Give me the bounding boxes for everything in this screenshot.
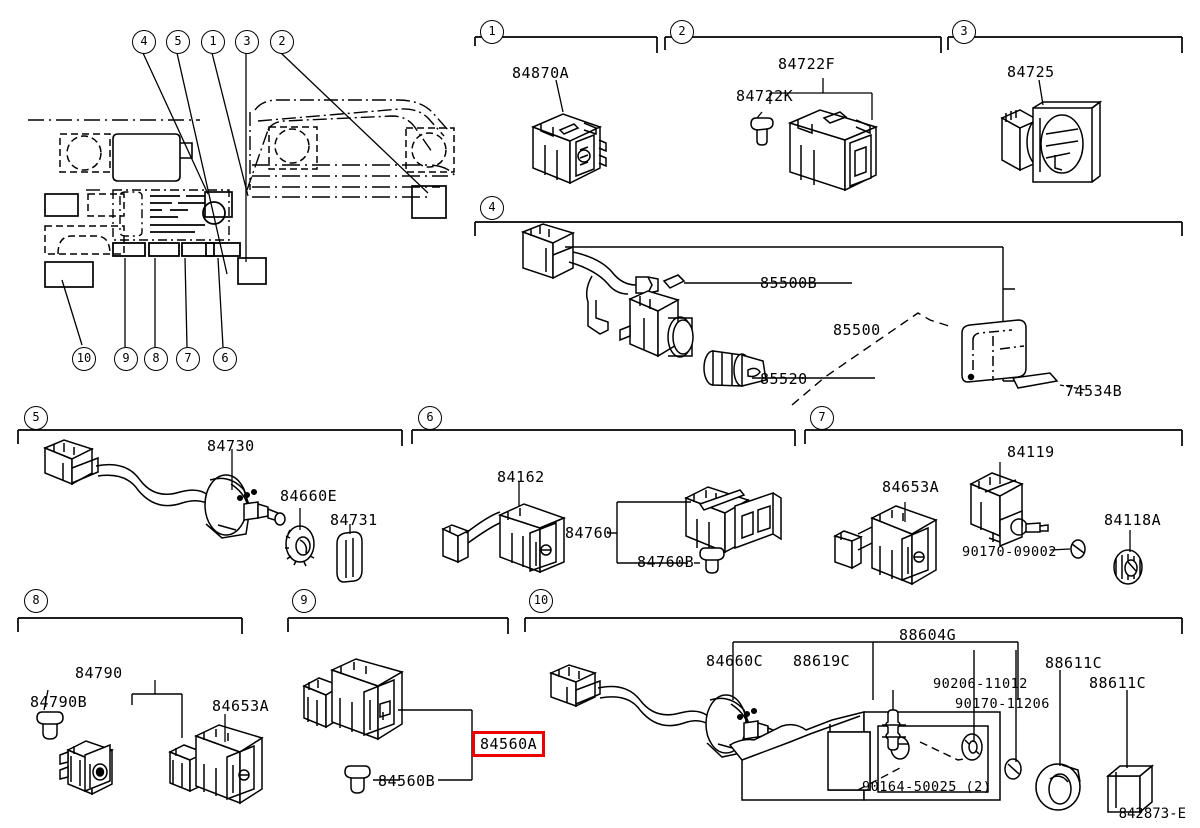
- panel-callout-4[interactable]: 4: [480, 196, 504, 220]
- dash-callout-8[interactable]: 8: [144, 347, 168, 371]
- part-90170-09002-art: [1070, 539, 1086, 559]
- part-label-84790: 84790: [75, 664, 123, 682]
- part-label-84660E: 84660E: [280, 487, 338, 505]
- part-84660c-art: [548, 664, 786, 758]
- part-85500-art: [520, 223, 767, 387]
- panel-callout-5[interactable]: 5: [24, 406, 48, 430]
- part-label-90170-11206: 90170-11206: [955, 696, 1050, 712]
- part-84560b-art: [344, 765, 371, 794]
- part-84731-art: [336, 531, 363, 583]
- part-label-88611C-grommet: 88611C: [1045, 654, 1103, 672]
- part-90170-11206-art: [1004, 758, 1022, 780]
- part-label-84653A-p8: 84653A: [212, 697, 270, 715]
- sheet-footer-code: 842873-E: [1118, 806, 1186, 822]
- part-label-84560B: 84560B: [378, 772, 436, 790]
- dash-callout-5[interactable]: 5: [166, 30, 190, 54]
- dash-callout-9[interactable]: 9: [114, 347, 138, 371]
- part-84760-art: [684, 486, 782, 554]
- part-label-85500B: 85500B: [760, 274, 818, 292]
- panel-callout-6[interactable]: 6: [418, 406, 442, 430]
- part-label-88611C-bushing: 88611C: [1089, 674, 1147, 692]
- part-label-88604G: 88604G: [899, 626, 957, 644]
- part-label-84725: 84725: [1007, 63, 1055, 81]
- panel-callout-3[interactable]: 3: [952, 20, 976, 44]
- part-84560a-art: [302, 658, 404, 741]
- dash-callout-10[interactable]: 10: [72, 347, 96, 371]
- dash-callout-7[interactable]: 7: [176, 347, 200, 371]
- part-label-84118A: 84118A: [1104, 511, 1162, 529]
- part-90206-11012-art: [961, 733, 983, 761]
- part-label-84722K: 84722K: [736, 87, 794, 105]
- dash-callout-3[interactable]: 3: [235, 30, 259, 54]
- part-label-84119: 84119: [1007, 443, 1055, 461]
- panel-callout-8[interactable]: 8: [24, 589, 48, 613]
- part-84870a-art: [531, 113, 607, 185]
- part-label-88619C: 88619C: [793, 652, 851, 670]
- part-90164-50025-art: [882, 709, 906, 751]
- part-84722k-art: [750, 117, 774, 146]
- part-label-90170-09002: 90170-09002: [962, 544, 1057, 560]
- part-label-84560A-highlighted: 84560A: [472, 731, 546, 757]
- part-label-90206-11012: 90206-11012: [933, 676, 1028, 692]
- part-84790-art: [59, 740, 114, 796]
- part-88611c-grommet-art: [1035, 763, 1081, 811]
- dash-callout-2[interactable]: 2: [270, 30, 294, 54]
- panel-callout-2[interactable]: 2: [670, 20, 694, 44]
- part-84725-art: [1000, 100, 1103, 183]
- part-label-90164-50025: 90164-50025 (2): [862, 779, 992, 795]
- part-label-84760: 84760: [565, 524, 613, 542]
- part-84790b-art: [36, 711, 64, 740]
- part-84653a-p7-art: [833, 505, 938, 586]
- part-label-85520: 85520: [760, 370, 808, 388]
- part-label-84653A-p7: 84653A: [882, 478, 940, 496]
- part-label-84870A: 84870A: [512, 64, 570, 82]
- part-label-84730: 84730: [207, 437, 255, 455]
- part-label-84790B: 84790B: [30, 693, 88, 711]
- part-84118a-art: [1113, 549, 1143, 585]
- part-84760b-art: [699, 547, 725, 574]
- panel-callout-9[interactable]: 9: [292, 589, 316, 613]
- panel-callout-7[interactable]: 7: [810, 406, 834, 430]
- part-label-84660C: 84660C: [706, 652, 764, 670]
- part-84722f-art: [787, 109, 879, 192]
- part-label-84722F: 84722F: [778, 55, 836, 73]
- part-label-84162: 84162: [497, 468, 545, 486]
- part-84660e-art: [285, 525, 315, 567]
- part-74534b-art: [961, 319, 1059, 389]
- part-label-85500: 85500: [833, 321, 881, 339]
- dash-callout-1[interactable]: 1: [201, 30, 225, 54]
- part-84653a-p8-art: [168, 724, 264, 805]
- panel-callout-1[interactable]: 1: [480, 20, 504, 44]
- part-84119-art: [969, 472, 1049, 548]
- part-label-74534B: 74534B: [1065, 382, 1123, 400]
- part-label-84760B: 84760B: [637, 553, 695, 571]
- part-84162-art: [441, 503, 567, 574]
- part-label-84731: 84731: [330, 511, 378, 529]
- panel-callout-10[interactable]: 10: [529, 589, 553, 613]
- dash-callout-6[interactable]: 6: [213, 347, 237, 371]
- dash-callout-4[interactable]: 4: [132, 30, 156, 54]
